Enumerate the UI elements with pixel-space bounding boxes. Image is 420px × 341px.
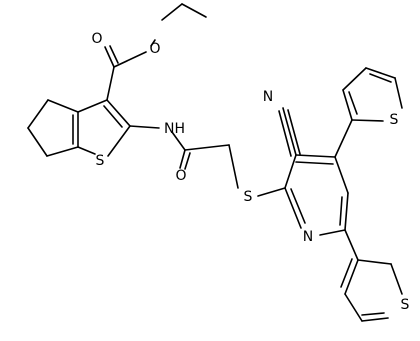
atom-label-o-carbonyl-ester: O: [91, 31, 102, 47]
atom-label-nh-amide: NH: [164, 121, 185, 137]
atom-label-o-amide: O: [175, 168, 186, 184]
atom-labels: O O NH S O S N N S S: [91, 31, 409, 313]
atom-label-n-nitrile: N: [263, 89, 273, 105]
atom-label-s-thiophene-core: S: [96, 153, 105, 169]
atom-label-s-thioether: S: [244, 189, 253, 205]
atom-label-n-pyridine: N: [303, 229, 313, 245]
atom-label-o-ester-link: O: [149, 41, 160, 57]
atom-label-s-thienyl-lower: S: [401, 297, 410, 313]
atom-label-s-thienyl-upper: S: [390, 112, 399, 128]
bonds: [27, 3, 403, 322]
